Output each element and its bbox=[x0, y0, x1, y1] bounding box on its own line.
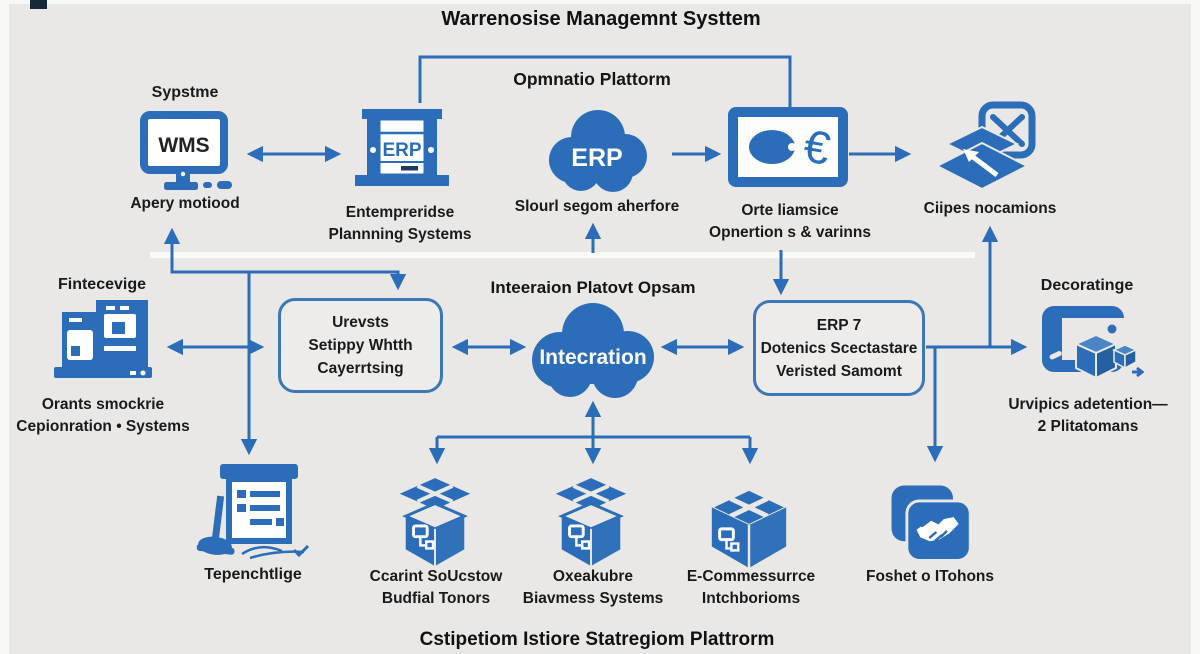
connector-wms-urevsts bbox=[163, 227, 407, 291]
systems-title: Sypstme bbox=[151, 84, 219, 101]
erp-server-icon: ERP bbox=[355, 109, 449, 186]
crate2-caption: Oxeakubre Biavmess Systems bbox=[522, 568, 664, 607]
wms-icon-text: WMS bbox=[158, 134, 209, 157]
page-title: Warrenosise Managemnt Systtem bbox=[441, 8, 761, 30]
bracket-platform-connector bbox=[418, 55, 792, 109]
clipes-caption: Ciipes nocamions bbox=[923, 200, 1057, 217]
device-caption: Orte liamsice Opnertion s & varinns bbox=[709, 202, 871, 241]
urevsts-box: Urevsts Setippy Whtth Cayerrtsing bbox=[278, 298, 443, 393]
fintecevige-machine-icon bbox=[54, 300, 152, 378]
erp-cloud-icon-text: ERP bbox=[571, 144, 622, 172]
integration-title: Inteeraion Platovt Opsam bbox=[490, 278, 696, 297]
handshake-caption: Foshet o ITohons bbox=[865, 568, 995, 585]
top-edge-strip bbox=[0, 0, 1200, 4]
decoratinge-caption: Urvipics adetention— 2 Plitatomans bbox=[1008, 396, 1168, 435]
highlight-band bbox=[150, 252, 975, 258]
bottom-title: Cstipetiom Istiore Statregiom Plattrorm bbox=[419, 629, 775, 650]
payment-device-icon: € bbox=[728, 107, 848, 187]
tepenchtlige-caption: Tepenchtlige bbox=[204, 566, 302, 583]
left-edge-strip bbox=[0, 0, 9, 654]
right-edge-strip bbox=[1191, 0, 1200, 654]
crate2-icon bbox=[555, 478, 627, 566]
artifact-mark bbox=[30, 0, 47, 9]
integration-cloud-text: Intecration bbox=[539, 346, 646, 369]
decoratinge-laptop-boxes-icon bbox=[1042, 306, 1145, 380]
erp-server-caption: Entempreridse Plannning Systems bbox=[328, 204, 472, 243]
fintecevige-caption: Orants smockrie Cepionration • Systems bbox=[16, 396, 190, 435]
clipes-x-box-icon bbox=[934, 101, 1036, 191]
tepenchtlige-clipboard-icon bbox=[196, 464, 310, 560]
crate1-icon bbox=[399, 478, 471, 566]
erp7-box: ERP 7 Dotenics Scectastare Veristed Samo… bbox=[753, 300, 925, 396]
crate1-caption: Ccarint SoUcstow Budfial Tonors bbox=[369, 568, 503, 607]
crate3-caption: E-Commessurrce Intchborioms bbox=[686, 568, 816, 607]
decoratinge-title: Decoratinge bbox=[1040, 277, 1134, 294]
erp-cloud-caption: Slourl segom aherfore bbox=[514, 198, 680, 215]
fintecevige-title: Fintecevige bbox=[57, 276, 147, 293]
integration-cloud-icon: Intecration bbox=[532, 303, 654, 398]
erp-cloud-icon: ERP bbox=[549, 110, 647, 192]
platform-title: Opmnatio Plattorm bbox=[513, 69, 671, 89]
erp-server-icon-text: ERP bbox=[382, 140, 421, 161]
handshake-icon bbox=[891, 485, 972, 562]
wms-caption: Apery motiood bbox=[130, 195, 240, 212]
monitor-wms-icon: WMS bbox=[140, 111, 232, 190]
crate3-icon bbox=[709, 488, 789, 568]
